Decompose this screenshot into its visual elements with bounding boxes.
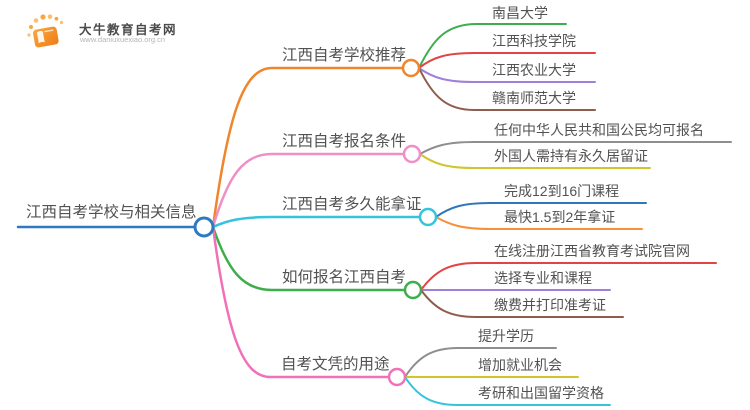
child-1-3-label[interactable]: 江西农业大学 bbox=[492, 62, 576, 78]
branch-4-node-circle[interactable] bbox=[403, 280, 423, 300]
root-label[interactable]: 江西自考学校与相关信息 bbox=[26, 204, 197, 221]
branch-3-node-circle[interactable] bbox=[418, 207, 438, 227]
child-4-1-label[interactable]: 在线注册江西省教育考试院官网 bbox=[494, 243, 690, 259]
child-2-2-label[interactable]: 外国人需持有永久居留证 bbox=[494, 148, 648, 164]
branch-3-label[interactable]: 江西自考多久能拿证 bbox=[282, 196, 422, 213]
connector-child-5-1 bbox=[404, 347, 557, 378]
branch-2-node-circle[interactable] bbox=[402, 144, 422, 164]
branch-5-node-circle[interactable] bbox=[387, 367, 407, 387]
root-node-circle[interactable] bbox=[193, 216, 215, 238]
child-1-1-label[interactable]: 南昌大学 bbox=[492, 5, 548, 21]
child-5-2-label[interactable]: 增加就业机会 bbox=[478, 357, 562, 373]
connector-branch-2 bbox=[211, 152, 406, 229]
connector-branch-5 bbox=[211, 225, 391, 379]
connector-child-1-2 bbox=[418, 52, 596, 69]
connector-child-3-1 bbox=[435, 202, 647, 218]
branch-1-label[interactable]: 江西自考学校推荐 bbox=[282, 47, 407, 64]
connector-child-2-2 bbox=[419, 153, 651, 169]
site-logo: 大牛教育自考网 www.daniuxuexiao.org.cn bbox=[25, 12, 235, 54]
connector-child-4-1 bbox=[420, 262, 717, 291]
connector-child-1-1 bbox=[418, 23, 567, 69]
child-4-2-label[interactable]: 选择专业和课程 bbox=[494, 270, 592, 286]
connector-child-3-2 bbox=[435, 216, 643, 230]
child-1-4-label[interactable]: 赣南师范大学 bbox=[492, 90, 576, 106]
branch-2-label[interactable]: 江西自考报名条件 bbox=[282, 133, 407, 150]
child-4-3-label[interactable]: 缴费并打印准考证 bbox=[494, 297, 606, 313]
child-2-1-label[interactable]: 任何中华人民共和国公民均可报名 bbox=[494, 122, 704, 138]
child-3-1-label[interactable]: 完成12到16门课程 bbox=[504, 183, 620, 199]
branch-1-node-circle[interactable] bbox=[401, 58, 421, 78]
logo-url: www.daniuxuexiao.org.cn bbox=[80, 35, 166, 44]
branch-5-label[interactable]: 自考文凭的用途 bbox=[281, 356, 390, 373]
connector-child-1-4 bbox=[418, 67, 596, 111]
connector-child-5-3 bbox=[404, 376, 611, 406]
child-5-1-label[interactable]: 提升学历 bbox=[478, 328, 534, 344]
child-3-2-label[interactable]: 最快1.5到2年拿证 bbox=[504, 209, 616, 225]
connector-branch-4 bbox=[211, 225, 407, 292]
child-5-3-label[interactable]: 考研和出国留学资格 bbox=[478, 385, 604, 401]
logo-title: 大牛教育自考网 bbox=[79, 23, 178, 37]
logo-book-icon bbox=[27, 14, 64, 48]
child-1-2-label[interactable]: 江西科技学院 bbox=[492, 33, 576, 49]
branch-4-label[interactable]: 如何报名江西自考 bbox=[282, 269, 407, 286]
connector-child-2-1 bbox=[419, 141, 732, 155]
connector-child-1-3 bbox=[418, 67, 596, 83]
connector-branch-3 bbox=[211, 215, 422, 229]
connector-branch-1 bbox=[211, 66, 405, 229]
connector-child-4-3 bbox=[420, 289, 624, 318]
